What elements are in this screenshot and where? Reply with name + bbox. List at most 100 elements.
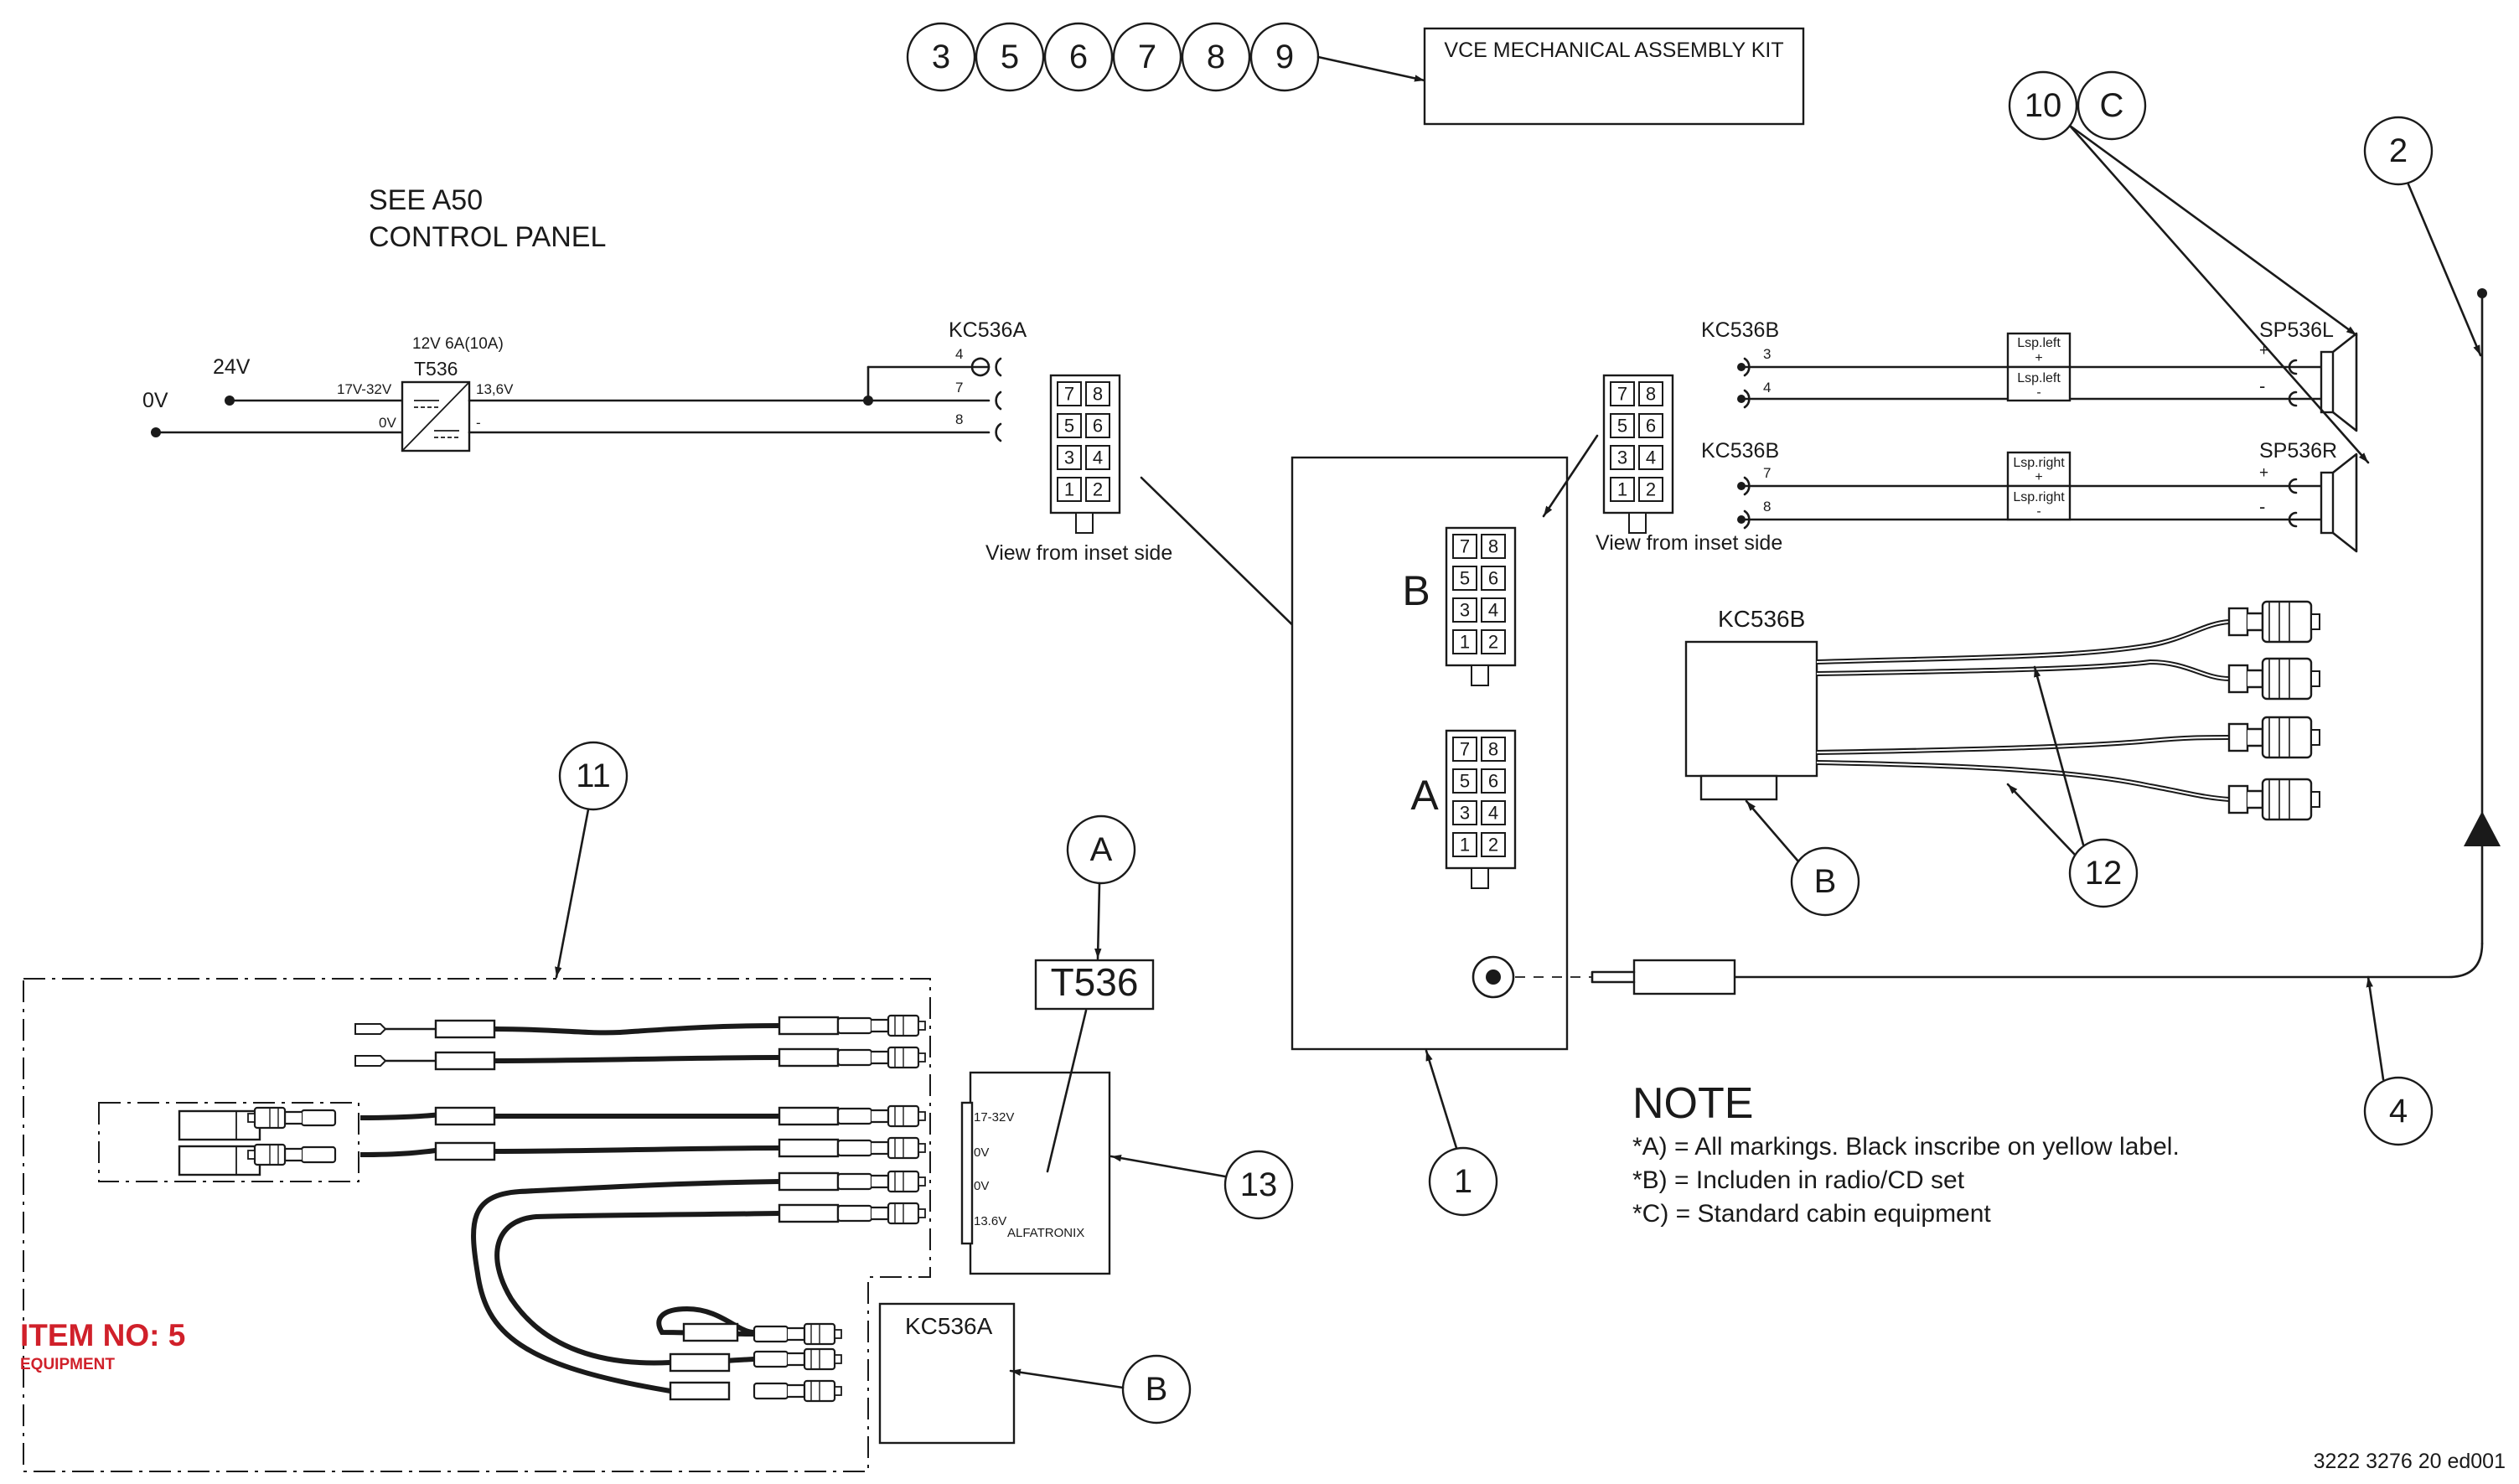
kit-bubbles: 3 5 6 7 8 9	[906, 22, 1320, 92]
label-pointer	[1046, 1009, 1088, 1173]
lsp-left-plus-sign: +	[2035, 351, 2042, 365]
callout-bubble-8: 8	[1181, 22, 1251, 92]
alfatronix-0v-2: 0V	[974, 1179, 989, 1193]
callout-1-leader	[1425, 1049, 1458, 1150]
pin-3: 3	[1057, 445, 1082, 470]
lsp-left-plus-tag	[2006, 332, 2072, 369]
connector-view-left: 7 8 5 6 3 4 1 2 View from inset side	[985, 374, 1172, 565]
sp536r-label: SP536R	[2259, 439, 2337, 463]
faston-plug-1	[2227, 600, 2321, 644]
kc536a-socket-4	[970, 357, 991, 377]
svg-text:6: 6	[1488, 568, 1498, 589]
svg-text:8: 8	[1093, 384, 1103, 405]
svg-text:12: 12	[2085, 855, 2123, 892]
svg-text:2: 2	[1646, 479, 1656, 500]
speaker-schematic: KC536B 3 4 Lsp.left + Lsp.left - SP536L …	[1701, 318, 2358, 553]
left-pin-4: 4	[1763, 380, 1771, 396]
pin-7: 7	[1057, 381, 1082, 406]
lsp-right-plus-tag	[2006, 451, 2072, 488]
svg-text:7: 7	[1460, 536, 1470, 557]
svg-text:7: 7	[1064, 384, 1074, 405]
radio-b-pin-7: 7	[1452, 534, 1477, 559]
radio-a-pin-7: 7	[1452, 737, 1477, 762]
svg-text:8: 8	[1646, 384, 1656, 405]
svg-text:8: 8	[1207, 39, 1225, 75]
lsp-left-minus-sign: -	[2036, 385, 2041, 400]
note-line-a: *A) = All markings. Black inscribe on ye…	[1632, 1133, 2180, 1161]
svg-text:1: 1	[1064, 479, 1074, 500]
radio-b-pin-4: 4	[1481, 597, 1506, 623]
v24-label: 24V	[213, 355, 251, 379]
faston-plug-3	[2227, 716, 2321, 759]
t536-yellow-label	[1034, 959, 1155, 1011]
pin-4: 4	[1638, 445, 1663, 470]
svg-text:2: 2	[1488, 632, 1498, 653]
callout-bubble-5: 5	[975, 22, 1045, 92]
kc536a-box-label: KC536A	[905, 1313, 993, 1339]
out-minus-label: -	[476, 415, 481, 431]
antenna-base-arrow	[2464, 811, 2501, 846]
svg-text:B: B	[1146, 1371, 1168, 1408]
kc536b-right-label: KC536B	[1701, 439, 1779, 463]
svg-text:4: 4	[1488, 803, 1498, 824]
svg-text:4: 4	[1646, 447, 1656, 468]
sp536r-plus: +	[2259, 464, 2268, 482]
svg-text:4: 4	[2389, 1093, 2408, 1130]
power-supply-schematic: 24V 0V 12V 6A(10A) T536 17V-32V 0V 13,6V…	[142, 318, 1027, 452]
kc536b-connector-body	[1684, 640, 1818, 778]
lsp-right-plus-label: Lsp.right	[2013, 456, 2065, 470]
callout-2-leader	[2407, 183, 2482, 357]
sp536r-speaker-icon	[2320, 471, 2335, 535]
lsp-right-plus-sign: +	[2035, 470, 2042, 484]
kc536b-harness-label: KC536B	[1718, 606, 1805, 632]
callout-b-right-leader	[1745, 799, 1800, 863]
radio-b-pin-8: 8	[1481, 534, 1506, 559]
alfatronix-in-label: 17-32V	[974, 1110, 1014, 1125]
pin-1: 1	[1057, 477, 1082, 502]
kc536a-pin-8: 8	[955, 411, 963, 427]
radio-body	[1291, 456, 1569, 1051]
callout-bubble-7: 7	[1112, 22, 1182, 92]
item-5-outline	[23, 978, 931, 1472]
svg-text:13: 13	[1240, 1166, 1278, 1203]
svg-text:8: 8	[1488, 739, 1498, 760]
faston-plug-2	[2227, 657, 2321, 701]
t536-name: T536	[414, 358, 458, 380]
svg-text:2: 2	[1488, 835, 1498, 856]
callout-12-leader-b	[2006, 783, 2077, 856]
svg-text:6: 6	[1488, 771, 1498, 792]
socket-arc	[995, 357, 1002, 377]
radio-a-pin-8: 8	[1481, 737, 1506, 762]
svg-text:7: 7	[1617, 384, 1627, 405]
svg-text:7: 7	[1138, 39, 1156, 75]
svg-text:1: 1	[1460, 835, 1470, 856]
svg-text:6: 6	[1093, 416, 1103, 437]
alfatronix-brand: ALFATRONIX	[1007, 1226, 1084, 1240]
radio-b-pin-1: 1	[1452, 629, 1477, 654]
callout-4-leader	[2366, 975, 2385, 1081]
callout-bubble-6: 6	[1043, 22, 1114, 92]
right-pin-8: 8	[1763, 499, 1771, 514]
svg-text:11: 11	[576, 758, 611, 794]
antenna-cable	[1733, 942, 2484, 979]
item-equipment-subtitle: EQUIPMENT	[20, 1356, 115, 1373]
pin-8: 8	[1085, 381, 1110, 406]
alfatronix-out-label: 13.6V	[974, 1214, 1006, 1228]
callout-10-leader-a	[2068, 124, 2358, 337]
callout-13-leader	[1109, 1154, 1227, 1178]
svg-text:4: 4	[1488, 600, 1498, 621]
svg-text:3: 3	[1460, 803, 1470, 824]
sp536l-label: SP536L	[2259, 318, 2334, 342]
callout-bubble-1: 1	[1428, 1146, 1498, 1217]
pin-2: 2	[1638, 477, 1663, 502]
pin-6: 6	[1085, 413, 1110, 438]
out-voltage-label: 13,6V	[476, 381, 514, 397]
pin-1: 1	[1610, 477, 1635, 502]
svg-text:3: 3	[1617, 447, 1627, 468]
radio-b-pin-6: 6	[1481, 566, 1506, 591]
radio-a-pin-3: 3	[1452, 800, 1477, 825]
svg-text:8: 8	[1488, 536, 1498, 557]
kit-leader-arrow	[1316, 55, 1426, 82]
lsp-left-minus-label: Lsp.left	[2017, 371, 2061, 385]
callout-bubble-b-right: B	[1790, 846, 1860, 917]
